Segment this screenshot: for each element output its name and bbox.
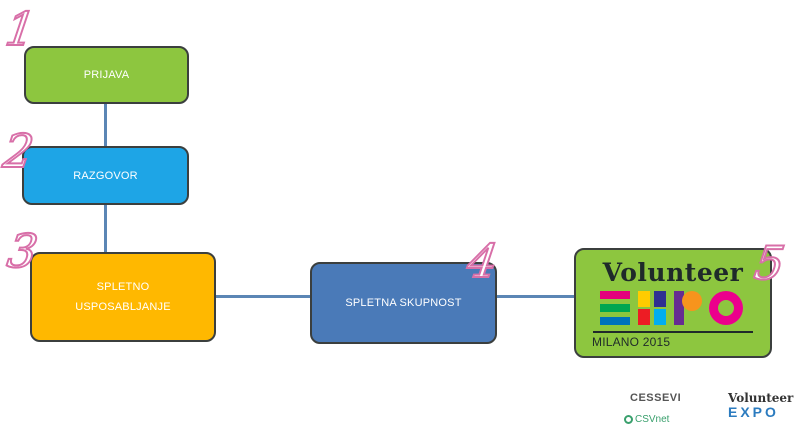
step-spletno-usposabljanje: SPLETNO USPOSABLJANJE (30, 252, 216, 342)
expo-logo-icon (600, 291, 743, 325)
logo-subtitle: MILANO 2015 (592, 335, 671, 349)
connector-4-5 (497, 295, 575, 298)
step-label: RAZGOVOR (73, 169, 138, 182)
step-label-line1: SPLETNO (96, 281, 150, 293)
step-spletna-skupnost: SPLETNA SKUPNOST (310, 262, 497, 344)
step-volunteer-expo-logo: Volunteer MILANO 2015 (574, 248, 772, 358)
logo-title: Volunteer (602, 258, 744, 287)
step-prijava: PRIJAVA (24, 46, 189, 104)
csvnet-icon (624, 415, 633, 424)
connector-1-2 (104, 102, 107, 148)
step-label-line2: USPOSABLJANJE (75, 301, 171, 313)
cesvi-logo: CESSEVI (630, 392, 682, 404)
step-label: SPLETNA SKUPNOST (345, 297, 462, 309)
volunteer-expo-small-logo: Volunteer EXPO (728, 391, 794, 421)
step-number-5: 5 (750, 235, 789, 291)
connector-2-3 (104, 205, 107, 253)
step-label: PRIJAVA (83, 69, 130, 81)
csvnet-logo: CSVnet (624, 414, 669, 425)
connector-3-4 (216, 295, 312, 298)
step-razgovor: RAZGOVOR (22, 146, 189, 205)
